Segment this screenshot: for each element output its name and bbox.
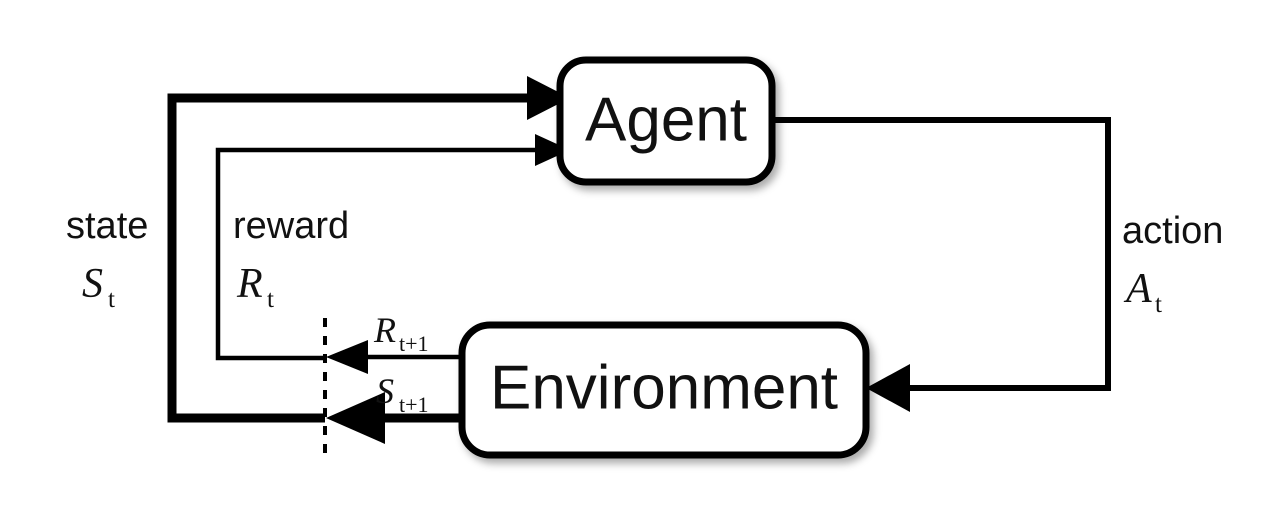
label-next-reward: R t+1	[373, 310, 429, 356]
environment-label: Environment	[490, 353, 838, 422]
reward-arrowhead-icon	[535, 134, 570, 166]
label-state: state S t	[66, 205, 148, 313]
state-symbol-label: S	[82, 261, 103, 307]
edge-next-state	[326, 392, 462, 444]
action-path-line	[772, 117, 1111, 391]
state-word-label: state	[66, 205, 148, 247]
next-reward-symbol-label: R	[373, 310, 396, 350]
node-agent[interactable]: Agent	[556, 56, 776, 186]
action-subscript-label: t	[1155, 291, 1162, 318]
label-reward: reward R t	[233, 205, 349, 313]
agent-box[interactable]	[556, 56, 776, 186]
edge-next-reward	[326, 340, 462, 374]
node-environment[interactable]: Environment	[458, 321, 870, 459]
edge-action-to-environment	[772, 117, 1111, 412]
reward-word-label: reward	[233, 205, 349, 247]
action-symbol-label: A	[1123, 266, 1152, 312]
action-word-label: action	[1122, 210, 1223, 252]
next-state-arrowhead-icon	[326, 392, 385, 444]
agent-label: Agent	[585, 85, 747, 154]
edge-reward-to-agent	[215, 134, 570, 361]
label-action: action A t	[1122, 210, 1223, 318]
next-state-subscript-label: t+1	[399, 392, 429, 417]
reward-path-line	[215, 147, 535, 361]
edge-state-to-agent	[167, 76, 570, 423]
state-path-line	[167, 93, 527, 423]
next-state-symbol-label: S	[376, 371, 394, 411]
label-next-state: S t+1	[376, 371, 429, 417]
action-arrowhead-icon	[866, 364, 910, 412]
reward-symbol-label: R	[236, 261, 263, 307]
environment-box[interactable]	[458, 321, 870, 459]
reward-subscript-label: t	[267, 286, 274, 313]
next-reward-subscript-label: t+1	[399, 331, 429, 356]
state-subscript-label: t	[108, 286, 115, 313]
state-arrowhead-icon	[527, 76, 570, 120]
next-reward-arrowhead-icon	[326, 340, 368, 374]
